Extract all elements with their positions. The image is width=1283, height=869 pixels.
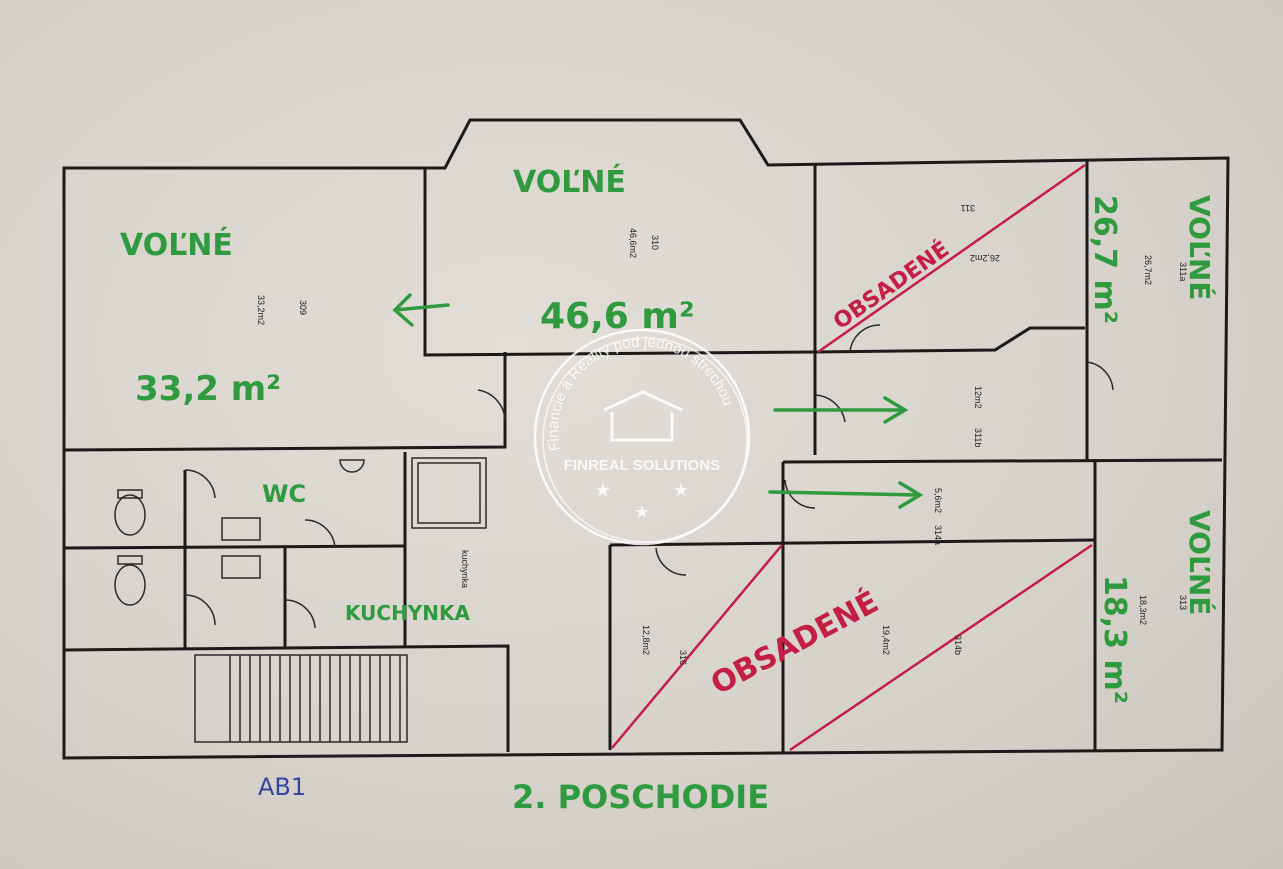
room-313-handwritten-area: 18,3 m² [1097,575,1132,704]
kitchen-label: KUCHYNKA [345,601,471,625]
handwritten-annotations: VOĽNÉ 33,2 m² VOĽNÉ 46,6 m² 26,7 m² VOĽN… [120,164,1217,816]
room-316-number: 316 [678,650,688,665]
room-311a-handwritten-area: 26,7 m² [1087,195,1122,324]
room-311-area: 26,2m2 [970,253,1000,263]
room-309-number: 309 [298,300,308,315]
room-310-handwritten-area: 46,6 m² [540,296,695,337]
room-310-area: 46,6m2 [628,228,638,258]
staircase [194,654,408,743]
room-310-number: 310 [650,235,660,250]
room-311-number: 311 [961,203,975,213]
room-314a-area: 5,6m2 [933,488,943,513]
room-313-number: 313 [1178,595,1188,610]
watermark-brand: FINREAL SOLUTIONS [564,457,720,474]
room-314a-number: 314a [933,525,943,545]
room-316-area: 12,8m2 [641,625,651,655]
finreal-watermark-logo: Financie a Reality pod jednou strechou F… [533,328,751,546]
room-314b-number: 314b [953,635,963,655]
room-309-area: 33,2m2 [256,295,266,325]
sanitary-fixtures [114,457,487,606]
room-313-area: 18,3m2 [1138,595,1148,625]
floor-title: 2. POSCHODIE [512,778,769,816]
interior-walls [63,160,1223,752]
room-311a-status: VOĽNÉ [1183,195,1217,300]
room-311b-number: 311b [973,428,983,447]
star-icon: ★ [595,480,611,500]
plan-code: AB1 [258,773,306,801]
wc-label: WC [262,480,306,508]
room-314b-status: OBSADENÉ [705,584,885,702]
kitchen-print-label: kuchynka [460,550,470,588]
room-311b-area: 12m2 [973,386,983,409]
room-311-status: OBSADENÉ [829,236,955,335]
outer-wall [62,118,1230,760]
room-311a-area: 26,7m2 [1143,255,1153,285]
star-icon: ★ [634,502,650,522]
room-310-status: VOĽNÉ [513,164,626,200]
doors [184,324,1114,629]
occupied-strike-lines [611,163,1093,752]
star-icon: ★ [673,480,689,500]
house-icon [603,390,683,442]
room-314b-area: 19,4m2 [881,625,891,655]
room-309-status: VOĽNÉ [120,227,233,263]
direction-arrows [392,293,924,509]
room-309-handwritten-area: 33,2 m² [135,369,281,409]
room-311a-number: 311a [1178,262,1188,281]
printed-room-labels: 309 33,2m2 310 46,6m2 311 26,2m2 311a 26… [256,203,1188,665]
room-313-status: VOĽNÉ [1183,510,1217,615]
